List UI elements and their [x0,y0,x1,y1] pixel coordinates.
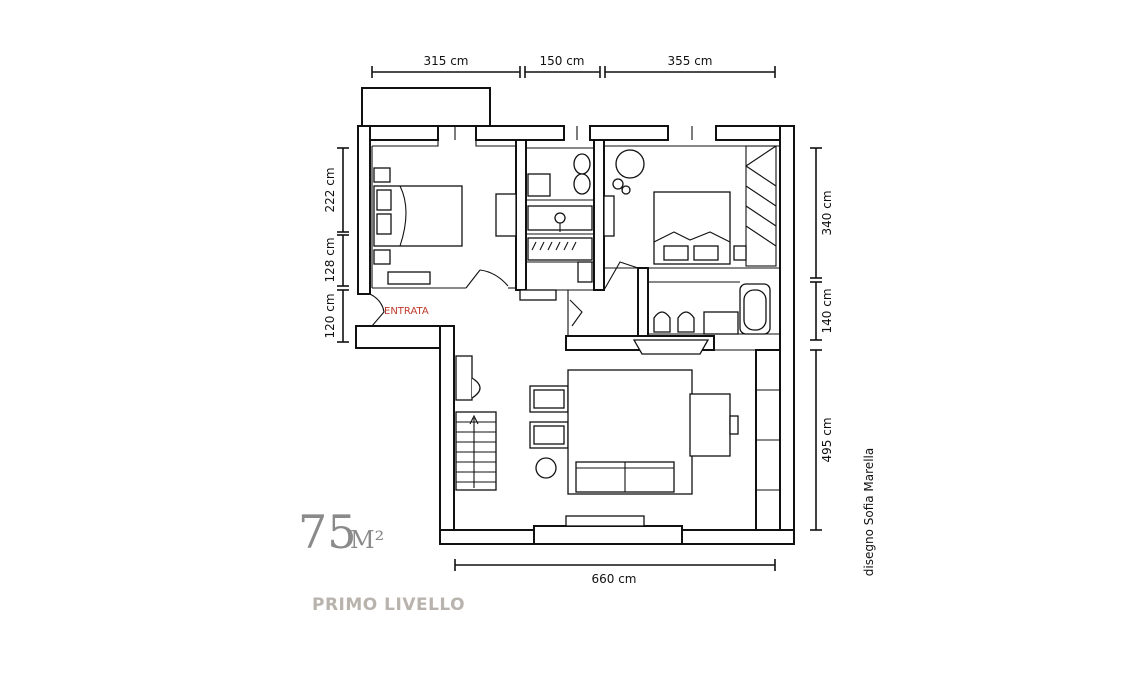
area-unit: M² [350,526,384,554]
desk [495,193,517,237]
dimension-bottom: 660 cm [591,572,636,586]
dining-table [689,393,731,457]
area-label: 75 M² [298,505,384,559]
bidet [677,311,695,333]
closet [527,237,593,261]
dimension-left-lower: 120 cm [323,293,337,338]
credit-label: disegno Sofia Marella [862,448,876,576]
pillow [376,213,392,235]
level-title: PRIMO LIVELLO [312,595,465,615]
entrance-label: ENTRATA [384,306,429,317]
dimension-left-upper: 222 cm [323,167,337,212]
walls [355,87,795,545]
nightstand [373,249,391,265]
interior-lines [369,126,780,530]
dimension-top-left: 315 cm [423,54,468,68]
toilet [653,311,671,333]
nightstand [733,245,747,261]
dimension-top-right: 355 cm [667,54,712,68]
dimension-right-lower: 495 cm [820,417,834,462]
living-room-furniture [455,339,739,527]
round-table [615,149,645,179]
staircase [455,411,497,491]
bookshelf [455,355,473,401]
shelf [519,289,557,301]
vanity [703,311,739,335]
pillow [693,245,719,261]
toilet [573,153,591,175]
sink-counter [527,173,551,197]
chair [729,415,739,435]
bidet [573,173,591,195]
bedroom-2-furniture [612,149,747,265]
shelf [603,195,615,237]
pillow [663,245,689,261]
tv-cabinet [565,515,645,527]
dimension-top-middle: 150 cm [539,54,584,68]
pillow [376,189,392,211]
fireplace [632,339,710,355]
bathroom-2-fixtures [653,283,771,335]
bathroom-1-fixtures [519,153,615,301]
side-table [535,457,557,479]
bedroom-1-furniture [373,167,517,285]
nightstand [373,167,391,183]
dresser [387,271,431,285]
dimension-right-middle: 140 cm [820,288,834,333]
dimension-right-upper: 340 cm [820,190,834,235]
dimension-lines [337,66,822,571]
dimension-left-middle: 128 cm [323,237,337,282]
washing-machine [577,261,593,283]
area-number: 75 [298,505,357,559]
